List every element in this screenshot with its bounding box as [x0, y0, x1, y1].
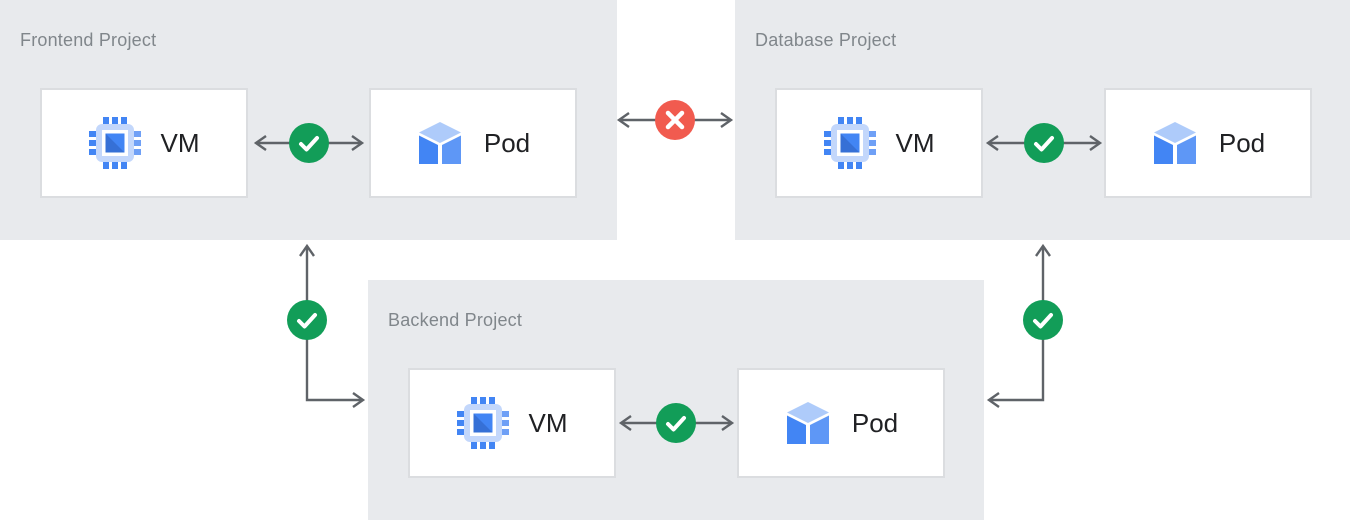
pod-cube-icon [1151, 119, 1199, 167]
panel-backend-project: Backend Project V [368, 280, 984, 520]
compute-engine-chip-icon [88, 117, 141, 169]
database-vm-label: VM [895, 127, 935, 158]
panel-frontend-project: Frontend Project [0, 0, 617, 240]
backend-project-title: Backend Project [388, 310, 523, 330]
compute-engine-chip-icon [456, 397, 509, 449]
connection-frontend-database [616, 100, 734, 140]
backend-vm-label: VM [528, 407, 568, 438]
backend-pod-label: Pod [851, 407, 899, 438]
connection-frontend-backend [287, 243, 366, 408]
check-circle-icon [1023, 300, 1063, 340]
pod-cube-icon [784, 399, 832, 447]
frontend-project-title: Frontend Project [20, 30, 157, 50]
backend-vm-node: VM [408, 368, 616, 478]
check-circle-icon [287, 300, 327, 340]
compute-engine-chip-icon [823, 117, 876, 169]
frontend-vm-node: VM [40, 88, 248, 198]
pod-cube-icon [416, 119, 464, 167]
x-circle-icon [655, 100, 695, 140]
connection-database-backend [986, 243, 1063, 408]
backend-pod-node: Pod [737, 368, 945, 478]
database-vm-node: VM [775, 88, 983, 198]
database-project-title: Database Project [755, 30, 897, 50]
panel-database-project: Database Project [735, 0, 1350, 240]
frontend-pod-label: Pod [483, 127, 531, 158]
frontend-pod-node: Pod [369, 88, 577, 198]
frontend-vm-label: VM [160, 127, 200, 158]
database-pod-node: Pod [1104, 88, 1312, 198]
database-pod-label: Pod [1218, 127, 1266, 158]
